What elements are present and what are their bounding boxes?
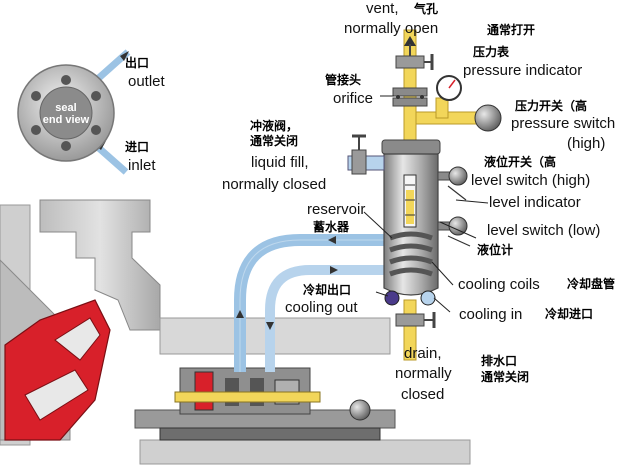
liquid-fill-valve [347,134,385,175]
gland-bolt [61,75,71,85]
drain-label-cn-1: 排水口 [481,354,518,368]
vent-label-1: vent, [366,0,399,17]
reservoir-label-cn: 蓄水器 [313,220,350,234]
level-switch-low-device [437,216,471,247]
vent-label-cn-1: 气孔 [414,2,439,16]
level-switch-high-label: level switch (high) [471,172,591,189]
vent-label-cn-2: 通常打开 [487,23,536,37]
gland-bolt [31,91,41,101]
cooling-coils [389,231,433,277]
vent-valve [395,44,434,70]
impeller [4,299,111,441]
pressure-switch-label-1: pressure switch [511,115,616,132]
drain-label-1: drain, [404,345,442,362]
pressure-switch-label-2: (high) [567,135,606,152]
cooling-circuit [234,234,390,372]
bearing-frame-base [139,439,471,465]
flow-arrow-down [266,322,274,330]
level-switch-high-label-cn: 液位开关（高 [484,155,557,169]
seal-hub-text-1: seal [55,102,77,114]
liquid-fill-label-1: liquid fill, [251,154,309,171]
cooling-in-pipe [265,265,390,372]
cooling-coils-label-cn: 冷却盘管 [567,277,616,291]
leader-lines [363,95,489,313]
pressure-switch-label-cn: 压力开关（高 [515,99,588,113]
pressure-indicator-label-cn: 压力表 [473,45,510,59]
cooling-out-label: cooling out [285,299,358,316]
gland-bolt [61,141,71,151]
reservoir-vessel [381,139,441,306]
cooling-out-pipe [234,234,390,372]
pressure-gauge [436,75,462,101]
outlet-label-cn: 出口 [125,56,150,70]
orifice-label-cn: 管接头 [325,73,362,87]
pressure-indicator-label: pressure indicator [463,62,583,79]
drain-valve [395,312,436,328]
level-gauge-label-cn: 液位计 [477,243,514,257]
drain-label-3: closed [401,386,445,403]
cooling-in-label: cooling in [459,306,523,323]
liquid-fill-label-2: normally closed [222,176,327,193]
level-indicator-label: level indicator [489,194,581,211]
liquid-fill-label-cn-1: 冲液阀， [250,119,299,133]
flow-arrow-left [328,236,336,244]
gland-bolt [91,91,101,101]
seal-hub [39,86,93,140]
cooling-in-port [420,290,436,306]
flow-arrow-right [330,266,338,274]
inlet-label: inlet [128,157,156,174]
pressure-switch-device [474,104,502,132]
cooling-in-label-cn: 冷却进口 [545,307,594,321]
mechanical-seal [134,367,396,441]
cooling-out-label-cn: 冷却出口 [303,283,352,297]
outlet-arrow [120,51,129,61]
level-switch-low-label: level switch (low) [487,222,601,239]
reservoir-label: reservoir [307,201,366,218]
seal-end-view [17,49,131,175]
cooling-out-port [384,290,400,306]
orifice-fitting [392,87,428,107]
vessel-flange [381,139,441,155]
vent-label-2: normally open [344,20,439,37]
seal-hub-text-2: end view [42,114,90,126]
drain-label-2: normally [395,365,452,382]
drain-label-cn-2: 通常关闭 [481,370,530,384]
vent-arrow [404,36,416,46]
cooling-coils-label: cooling coils [458,276,540,293]
outlet-label: outlet [128,73,165,90]
bearing-ball [349,399,371,421]
orifice-label: orifice [333,90,374,107]
liquid-fill-label-cn-2: 通常关闭 [250,134,299,148]
gland-bolt [31,125,41,135]
inlet-label-cn: 进口 [125,140,150,154]
level-switch-high-device [437,166,468,201]
sight-glass-level [406,190,414,224]
flow-arrow-up [236,310,244,318]
gland-bolt [91,125,101,135]
